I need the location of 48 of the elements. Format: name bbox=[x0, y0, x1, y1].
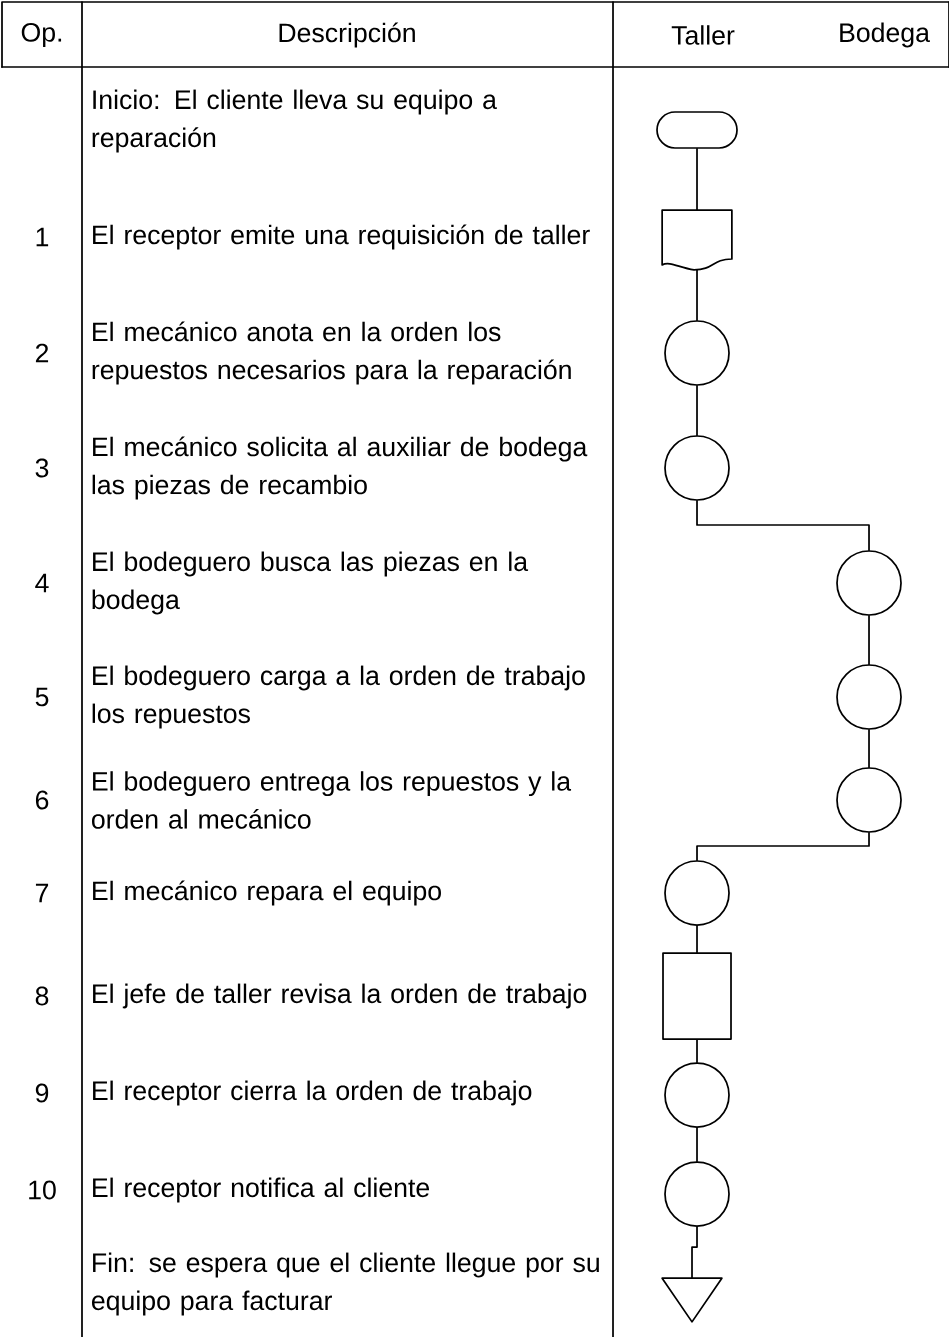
storage-triangle bbox=[661, 1277, 723, 1323]
step-number: 5 bbox=[35, 687, 49, 707]
column-header: Op. bbox=[21, 22, 62, 48]
process-circle bbox=[836, 664, 902, 730]
process-circle bbox=[664, 435, 730, 501]
step-description: El mecánico repara el equipo bbox=[93, 880, 441, 906]
step-number: 1 bbox=[36, 227, 49, 247]
connector-line bbox=[696, 269, 698, 321]
step-description: El bodeguero carga a la orden de trabajo los repuestos bbox=[92, 665, 585, 729]
step-description: El mecánico anota en la orden los repuestos necesarios para la reparación bbox=[92, 321, 571, 385]
step-number: 4 bbox=[35, 573, 49, 593]
connector-line bbox=[868, 615, 870, 665]
step-number: 3 bbox=[35, 458, 49, 478]
step-number: 10 bbox=[29, 1180, 56, 1200]
process-circle bbox=[664, 320, 730, 386]
document-symbol bbox=[661, 209, 733, 271]
connector-line bbox=[696, 148, 698, 211]
step-description: El receptor emite una requisición de taller bbox=[93, 224, 590, 250]
step-description: El jefe de taller revisa la orden de trabajo bbox=[93, 983, 587, 1009]
step-description: El receptor notifica al cliente bbox=[93, 1177, 430, 1203]
connector-line bbox=[696, 832, 870, 861]
process-circle bbox=[664, 860, 730, 926]
connector-line bbox=[696, 1127, 698, 1162]
process-circle bbox=[836, 767, 902, 833]
step-number: 8 bbox=[35, 986, 49, 1006]
process-circle bbox=[664, 1161, 730, 1227]
step-description: El receptor cierra la orden de trabajo bbox=[93, 1080, 532, 1106]
process-circle bbox=[836, 550, 902, 616]
connector-line bbox=[868, 729, 870, 768]
step-description: El bodeguero busca las piezas en la bodega bbox=[92, 551, 529, 615]
column-header: Descripción bbox=[279, 22, 415, 48]
step-number: 9 bbox=[35, 1083, 49, 1103]
connector-line bbox=[696, 1039, 698, 1063]
process-circle bbox=[664, 1062, 730, 1128]
column-header: Bodega bbox=[840, 22, 930, 48]
step-number: 2 bbox=[35, 343, 49, 363]
inspection-square bbox=[662, 952, 732, 1040]
step-description: Inicio: El cliente lleva su equipo a reparación bbox=[92, 89, 497, 153]
connector-line bbox=[696, 500, 870, 551]
step-number: 7 bbox=[35, 883, 49, 903]
connector-line bbox=[691, 1226, 698, 1279]
step-description: El mecánico solicita al auxiliar de bodega las piezas de recambio bbox=[92, 436, 588, 500]
connector-line bbox=[696, 925, 698, 953]
step-description: Fin: se espera que el cliente llegue por su equipo para facturar bbox=[92, 1252, 599, 1316]
connector-line bbox=[696, 385, 698, 436]
step-number: 6 bbox=[35, 790, 49, 810]
column-header: Taller bbox=[671, 25, 735, 45]
step-description: El bodeguero entrega los repuestos y la orden al mecánico bbox=[92, 771, 572, 829]
